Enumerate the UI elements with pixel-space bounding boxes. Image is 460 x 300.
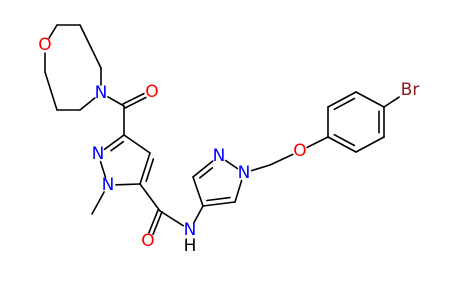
atom-morpholine-n: N	[95, 83, 108, 103]
bond-m2-m3	[79, 24, 102, 69]
atom-amide-o: O	[141, 231, 154, 251]
bond-pb_c3-pb_n2-second	[199, 167, 214, 179]
bond-pb_n1-ch2	[250, 164, 271, 172]
atom-pyrazole-b-n1: N	[238, 163, 251, 183]
atom-amide-n: N	[184, 220, 197, 240]
atom-ether-o: O	[293, 141, 306, 161]
bond-ch2-o_et	[269, 153, 294, 166]
bond-pb_c5-pb_c4-second	[206, 196, 231, 202]
bond-pb_n2-pb_n1	[224, 159, 239, 170]
bond-pb_c3-pb_n2	[192, 160, 214, 178]
bond-pa_c3-pa_c4	[123, 134, 151, 154]
bond-m_n-m4	[79, 97, 96, 111]
bond-b4-b5	[355, 91, 385, 108]
bond-m_n-c1	[107, 96, 125, 107]
bond-c2-o2-second	[152, 211, 163, 236]
atom-carbonyl-o1: O	[145, 82, 158, 102]
atom-pyrazole-a-n1: N	[102, 175, 115, 195]
atom-morpholine-o: O	[38, 35, 51, 55]
bond-o_et-b1	[306, 136, 329, 149]
bond-c2-n_am	[159, 210, 184, 227]
atom-bromine: Br	[401, 80, 420, 100]
bond-pb_n1-pb_c5	[234, 179, 243, 203]
bond-b5-b6-second	[333, 97, 356, 111]
bond-pa_c4-pa_c5-second	[145, 158, 155, 182]
bond-b1-b2-second	[333, 133, 356, 147]
bond-c2-o2	[148, 209, 159, 234]
bond-b1-b2	[327, 136, 357, 153]
bond-m_o-m1	[48, 24, 58, 39]
bond-m5-m6	[44, 71, 58, 111]
atom-pyrazole-b-n2: N	[213, 146, 226, 166]
bond-pa_n1-pa_n2	[99, 160, 107, 179]
atom-amide-h: H	[184, 236, 197, 256]
bond-n_am-pb_c4	[193, 205, 204, 224]
bond-pb_c4-pb_c3	[192, 176, 204, 207]
bond-pa_c5-pa_n1	[115, 183, 141, 186]
bond-c1-o1-second	[122, 92, 145, 105]
bond-pa_c4-pa_c5	[139, 152, 151, 185]
bonds-layer	[44, 24, 400, 236]
atom-pyrazole-a-n2: N	[92, 144, 105, 164]
bond-pa_c5-c2	[139, 183, 161, 212]
bond-pb_c5-pb_c4	[202, 201, 236, 207]
bond-c1-o1	[124, 96, 147, 109]
bond-b4-br	[383, 96, 400, 108]
bond-pa_n1-me	[91, 191, 105, 215]
bond-pa_n2-pa_c3-second	[110, 140, 125, 152]
bond-b2-b3	[355, 136, 385, 153]
bond-b5-b6	[327, 91, 357, 108]
bond-pa_n2-pa_c3	[103, 134, 125, 151]
